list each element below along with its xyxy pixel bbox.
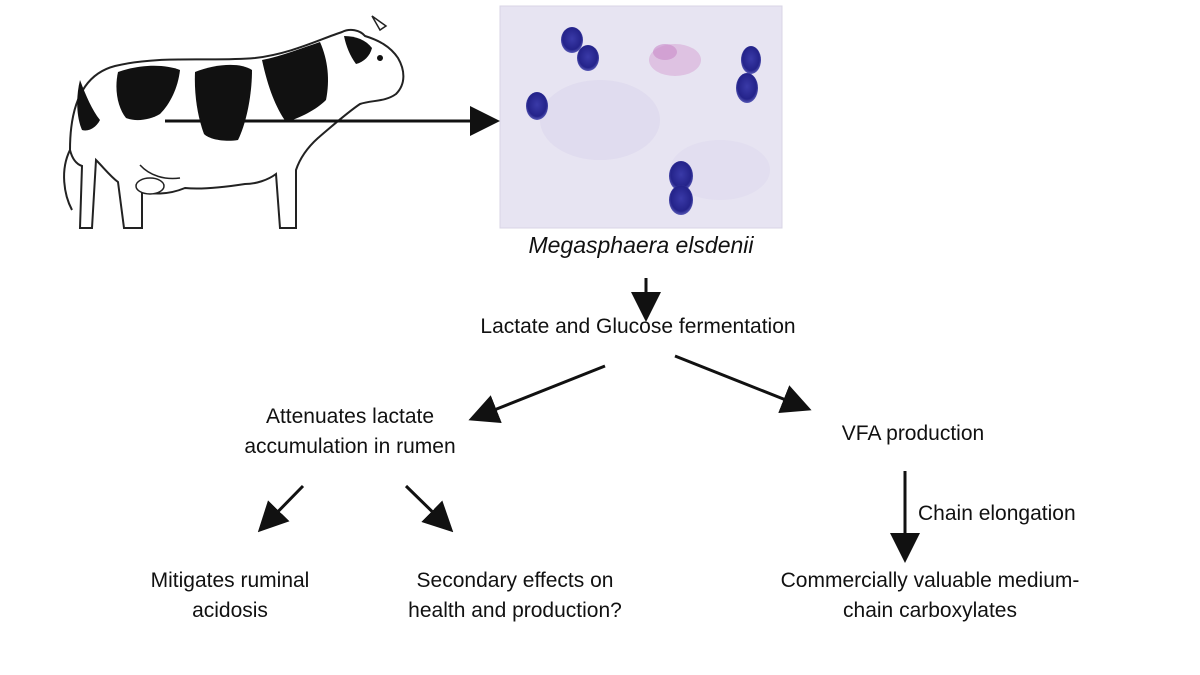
- arrow-fermentation-to-attenuates: [468, 364, 606, 424]
- edge-label-chain-elongation: Chain elongation: [918, 502, 1076, 525]
- bacterial-cell: [526, 92, 548, 120]
- node-vfa-production: VFA production: [841, 422, 985, 445]
- node-acidosis-line1: Mitigates ruminal: [150, 569, 310, 592]
- node-secondary-line2: health and production?: [408, 599, 622, 622]
- arrow-fermentation-to-vfa: [674, 354, 812, 414]
- node-secondary-line1: Secondary effects on: [416, 569, 614, 592]
- bacterial-cell: [561, 27, 599, 71]
- node-attenuates-line2: accumulation in rumen: [244, 435, 456, 458]
- bacterial-cell: [736, 46, 761, 103]
- arrow-attenuates-to-acidosis: [257, 484, 305, 533]
- node-mitigates-acidosis: Mitigates ruminal acidosis: [110, 566, 350, 626]
- bacterial-cell: [669, 161, 693, 215]
- organism-name-label: Megasphaera elsdenii: [528, 232, 754, 258]
- micrograph-image: [499, 5, 783, 229]
- node-acidosis-line2: acidosis: [192, 599, 268, 622]
- arrow-attenuates-to-secondary: [404, 484, 454, 533]
- node-carboxylates: Commercially valuable medium- chain carb…: [735, 566, 1125, 626]
- node-carboxylates-line1: Commercially valuable medium-: [780, 569, 1080, 592]
- node-carboxylates-line2: chain carboxylates: [843, 599, 1017, 622]
- node-attenuates-lactate: Attenuates lactate accumulation in rumen: [210, 402, 490, 462]
- node-attenuates-line1: Attenuates lactate: [265, 405, 435, 428]
- node-secondary-effects: Secondary effects on health and producti…: [370, 566, 660, 626]
- node-fermentation: Lactate and Glucose fermentation: [480, 315, 796, 338]
